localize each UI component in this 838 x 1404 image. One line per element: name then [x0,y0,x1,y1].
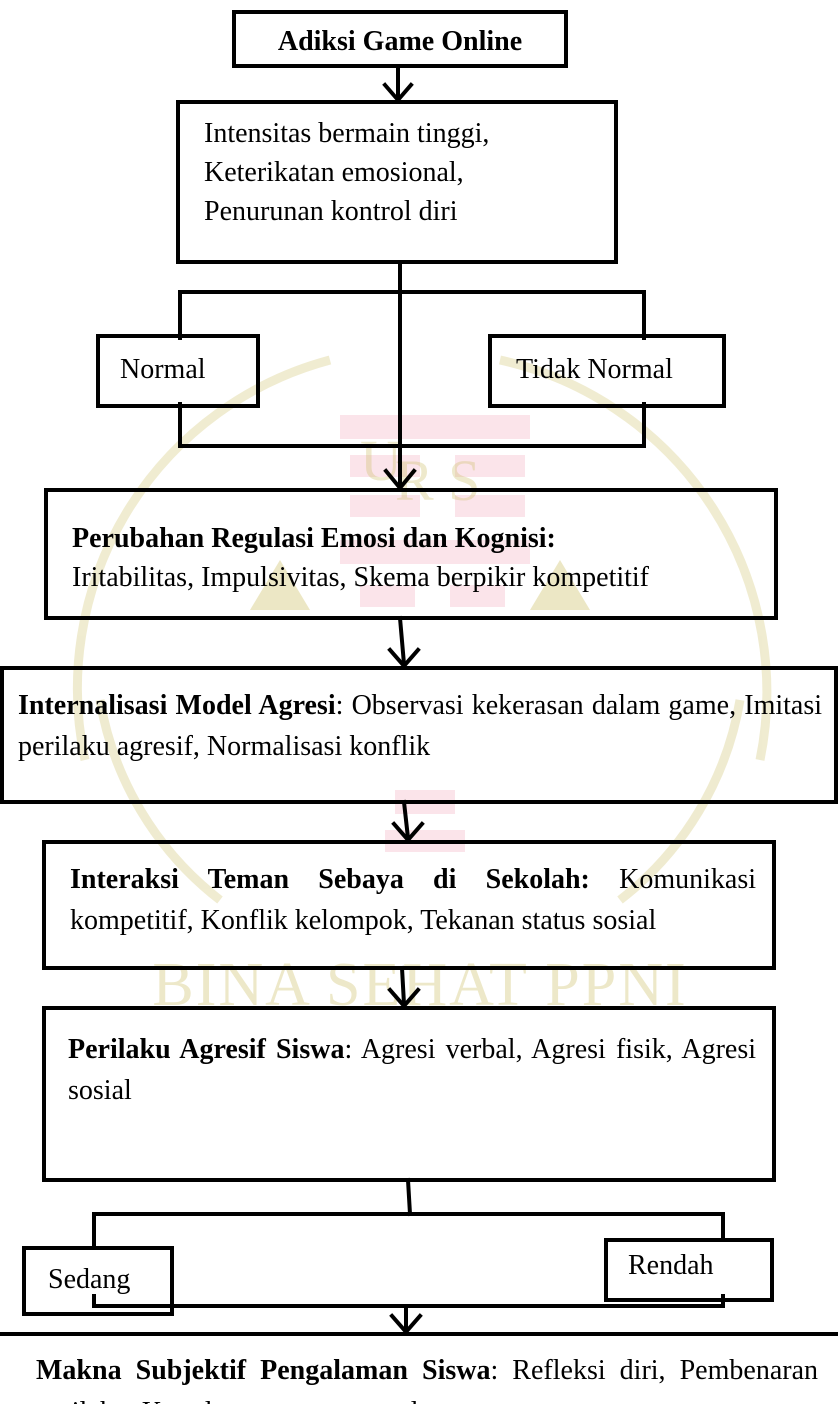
regulation-heading: Perubahan Regulasi Emosi dan Kognisi: [72,523,556,554]
regulation-box: Perubahan Regulasi Emosi dan Kognisi: Ir… [44,488,778,620]
regulation-body: Iritabilitas, Impulsivitas, Skema berpik… [72,561,650,593]
subjective-meaning-heading: Makna Subjektif Pengalaman Siswa [36,1355,491,1386]
peer-interaction-heading: Interaksi Teman Sebaya di Sekolah: [70,864,590,895]
trait-line: Intensitas bermain tinggi, [204,118,490,149]
trait-line: Penurunan kontrol diri [204,196,458,228]
subjective-meaning-box: Makna Subjektif Pengalaman Siswa: Reflek… [0,1332,838,1404]
addiction-traits-box: Intensitas bermain tinggi, Keterikatan e… [176,100,618,264]
branch-rendah-box: Rendah [604,1238,774,1302]
title-box: Adiksi Game Online [232,10,568,68]
branch-rendah-label: Rendah [628,1250,714,1281]
trait-line: Keterikatan emosional, [204,157,464,189]
internalization-box: Internalisasi Model Agresi: Observasi ke… [0,666,838,804]
aggressive-behavior-body: : Agresi verbal, Agresi fisik, Agresi so… [68,1034,757,1106]
branch-normal-box: Normal [96,334,260,408]
aggressive-behavior-heading: Perilaku Agresif Siswa [68,1034,345,1065]
branch-sedang-label: Sedang [48,1264,131,1295]
title-text: Adiksi Game Online [277,26,523,57]
peer-interaction-body: Komunikasi kompetitif, Konflik kelompok,… [70,864,756,936]
branch-normal-label: Normal [120,354,206,385]
branch-tidak-normal-label: Tidak Normal [516,354,673,385]
branch-sedang-box: Sedang [22,1246,174,1316]
subjective-meaning-body: : Refleksi diri, Pem­benaran perilaku, K… [36,1355,819,1404]
branch-tidak-normal-box: Tidak Normal [488,334,726,408]
peer-interaction-box: Interaksi Teman Sebaya di Sekolah: Komun… [42,840,776,970]
aggressive-behavior-box: Perilaku Agresif Siswa: Agresi verbal, A… [42,1006,776,1182]
internalization-heading: Internalisasi Model Agresi [18,690,336,721]
internalization-body: : Observasi kekerasan dalam game, Imitas… [18,690,823,762]
